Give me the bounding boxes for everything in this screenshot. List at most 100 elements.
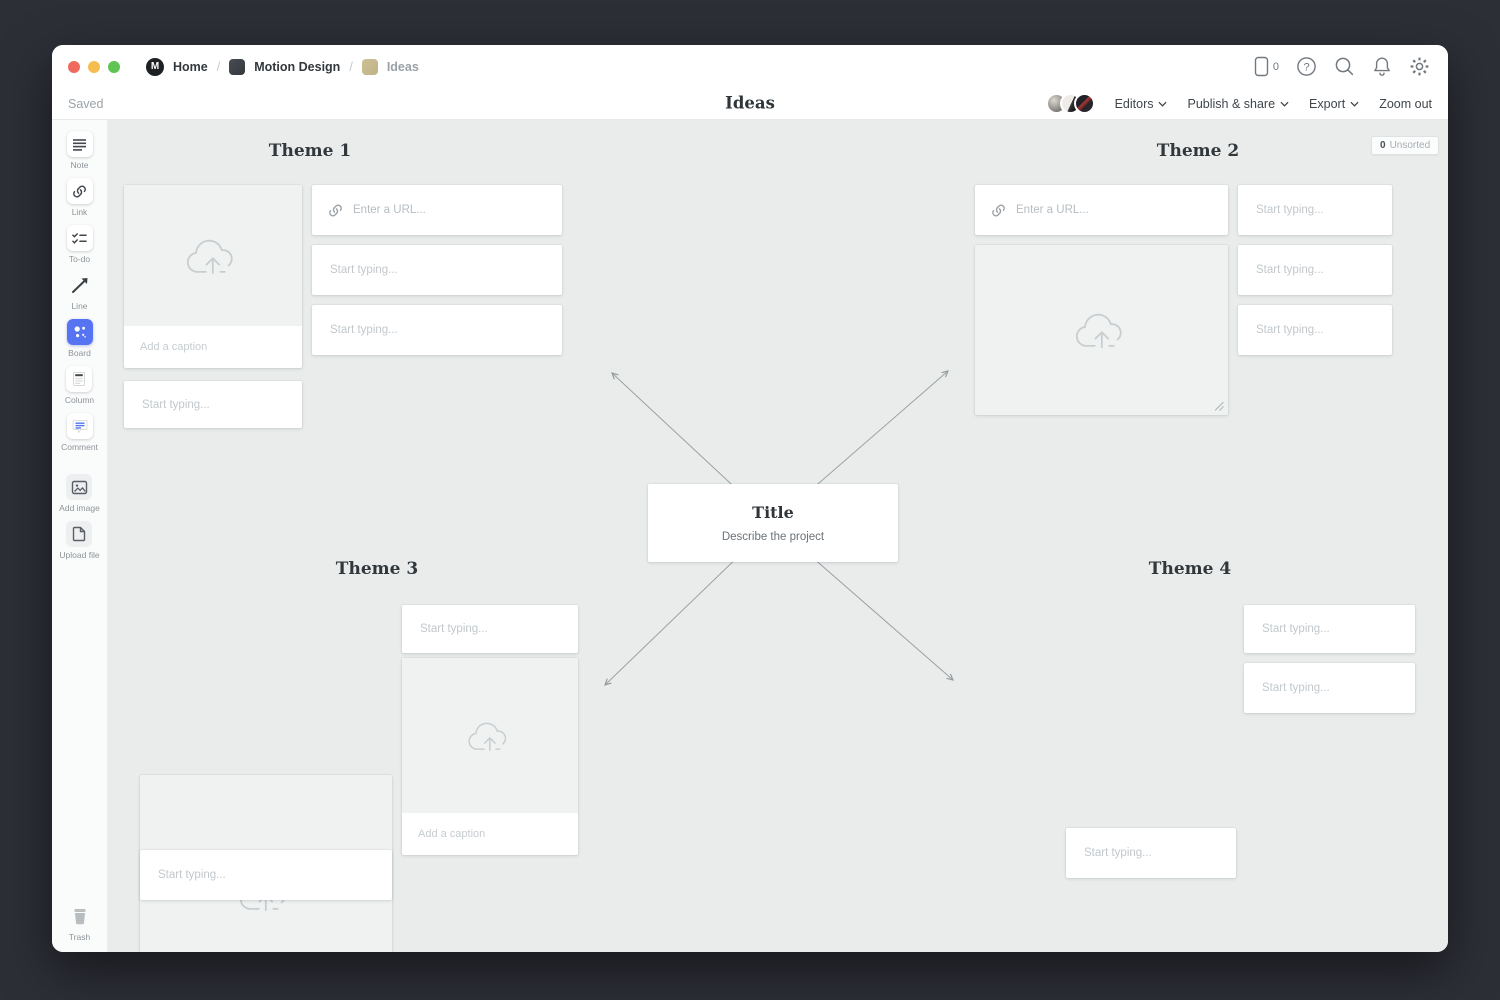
note-card[interactable]: Start typing...: [312, 245, 562, 295]
tool-line[interactable]: Line: [67, 272, 93, 311]
breadcrumb-home[interactable]: Home: [173, 59, 208, 74]
caption-placeholder[interactable]: Add a caption: [140, 341, 208, 353]
help-button[interactable]: ?: [1296, 56, 1317, 77]
image-drop-area[interactable]: [124, 185, 302, 326]
breadcrumb-project[interactable]: Motion Design: [254, 59, 341, 74]
app-window: M Home / Motion Design / Ideas 0 ?: [52, 45, 1448, 952]
note-card[interactable]: Start typing...: [1238, 185, 1392, 235]
breadcrumb-separator: /: [216, 59, 221, 74]
note-card[interactable]: Start typing...: [402, 605, 578, 653]
zoom-out-button[interactable]: Zoom out: [1379, 97, 1432, 111]
unsorted-badge[interactable]: 0 Unsorted: [1371, 136, 1440, 155]
board-actions: Editors Publish & share Export Zoom out: [1045, 93, 1432, 114]
svg-text:?: ?: [1303, 61, 1309, 73]
tool-note[interactable]: Note: [66, 131, 93, 170]
tool-add-image[interactable]: Add image: [59, 474, 100, 513]
maximize-button[interactable]: [108, 60, 120, 73]
link-icon: [66, 178, 93, 204]
note-card[interactable]: Start typing...: [1066, 828, 1236, 878]
board-icon: [66, 319, 93, 345]
project-board-icon[interactable]: [229, 58, 246, 75]
tool-board[interactable]: Board: [66, 319, 93, 358]
board-canvas[interactable]: 0 Unsorted Theme 1 Theme 2 Theme 3 Theme…: [108, 120, 1448, 952]
ideas-board-icon[interactable]: [361, 58, 378, 75]
notifications-button[interactable]: [1372, 56, 1392, 77]
note-card[interactable]: Start typing...: [1238, 305, 1392, 355]
link-icon: [329, 204, 342, 216]
tool-label: To-do: [68, 254, 91, 264]
image-drop-area[interactable]: [402, 658, 578, 813]
editors-menu[interactable]: Editors: [1115, 97, 1168, 111]
typing-placeholder: Start typing...: [1084, 847, 1152, 859]
export-menu[interactable]: Export: [1309, 97, 1359, 111]
note-card[interactable]: Start typing...: [1244, 605, 1415, 653]
typing-placeholder: Start typing...: [142, 398, 210, 411]
theme-2-title[interactable]: Theme 2: [1156, 141, 1240, 161]
tool-label: Add image: [59, 503, 100, 513]
minimize-button[interactable]: [88, 60, 100, 73]
page-title: Ideas: [725, 93, 775, 113]
resize-handle[interactable]: [1215, 402, 1224, 411]
window-controls: [68, 60, 120, 73]
comment-icon: [66, 413, 93, 439]
breadcrumb-separator: /: [349, 59, 353, 74]
note-card[interactable]: Start typing...: [312, 305, 562, 355]
tool-label: Upload file: [59, 550, 100, 560]
app-logo-icon[interactable]: M: [146, 57, 164, 76]
theme-1-title[interactable]: Theme 1: [268, 141, 352, 161]
trash[interactable]: Trash: [67, 903, 93, 942]
note-card[interactable]: Start typing...: [124, 381, 302, 428]
search-button[interactable]: [1334, 56, 1355, 77]
note-card[interactable]: Start typing...: [140, 850, 392, 900]
status-bar: Saved Ideas Editors Publish & share Expo…: [52, 88, 1448, 120]
trash-icon: [67, 903, 93, 929]
image-card[interactable]: Add a caption: [402, 658, 578, 855]
breadcrumb-current: Ideas: [386, 59, 419, 74]
editor-avatars[interactable]: [1045, 93, 1095, 114]
project-title-card[interactable]: Title Describe the project: [648, 484, 898, 562]
link-icon: [992, 204, 1005, 216]
project-title[interactable]: Title: [752, 503, 794, 522]
typing-placeholder: Start typing...: [1256, 324, 1324, 336]
tool-label: Note: [70, 160, 89, 170]
upload-cloud-icon: [184, 232, 242, 280]
chevron-down-icon: [1158, 101, 1168, 107]
typing-placeholder: Start typing...: [330, 324, 398, 336]
tool-label: Board: [68, 348, 91, 358]
image-card[interactable]: [975, 245, 1228, 415]
theme-4-title[interactable]: Theme 4: [1148, 559, 1232, 579]
note-card[interactable]: Start typing...: [1238, 245, 1392, 295]
caption-placeholder[interactable]: Add a caption: [418, 828, 486, 840]
link-card[interactable]: Enter a URL...: [975, 185, 1228, 235]
publish-share-menu[interactable]: Publish & share: [1187, 97, 1289, 111]
help-icon: ?: [1297, 57, 1316, 76]
chevron-down-icon: [1350, 101, 1359, 107]
settings-button[interactable]: [1409, 56, 1430, 77]
chevron-down-icon: [1280, 101, 1289, 107]
tool-comment[interactable]: Comment: [61, 413, 98, 452]
link-card[interactable]: Enter a URL...: [312, 185, 562, 235]
theme-3-title[interactable]: Theme 3: [335, 559, 419, 579]
image-card[interactable]: Add a caption: [124, 185, 302, 368]
tool-column[interactable]: Column: [65, 366, 94, 405]
tool-link[interactable]: Link: [66, 178, 93, 217]
topbar-actions: 0 ?: [1254, 56, 1430, 77]
close-button[interactable]: [68, 60, 80, 73]
tool-label: Column: [64, 395, 95, 405]
typing-placeholder: Start typing...: [420, 623, 488, 635]
device-count: 0: [1272, 60, 1279, 73]
tool-todo[interactable]: To-do: [66, 225, 93, 264]
tool-upload-file[interactable]: Upload file: [59, 521, 100, 560]
tool-sidebar: Note Link To-do Line: [52, 120, 108, 952]
note-card[interactable]: Start typing...: [1244, 663, 1415, 713]
tool-label: Comment: [61, 442, 98, 452]
tool-label: Trash: [68, 932, 91, 942]
project-subtitle[interactable]: Describe the project: [721, 531, 825, 543]
todo-icon: [66, 225, 93, 251]
typing-placeholder: Start typing...: [1256, 204, 1324, 216]
tool-label: Link: [71, 207, 88, 217]
zoom-out-label: Zoom out: [1379, 96, 1432, 111]
upload-cloud-icon: [1073, 306, 1131, 354]
mobile-app-button[interactable]: 0: [1254, 56, 1279, 77]
search-icon: [1335, 57, 1354, 76]
